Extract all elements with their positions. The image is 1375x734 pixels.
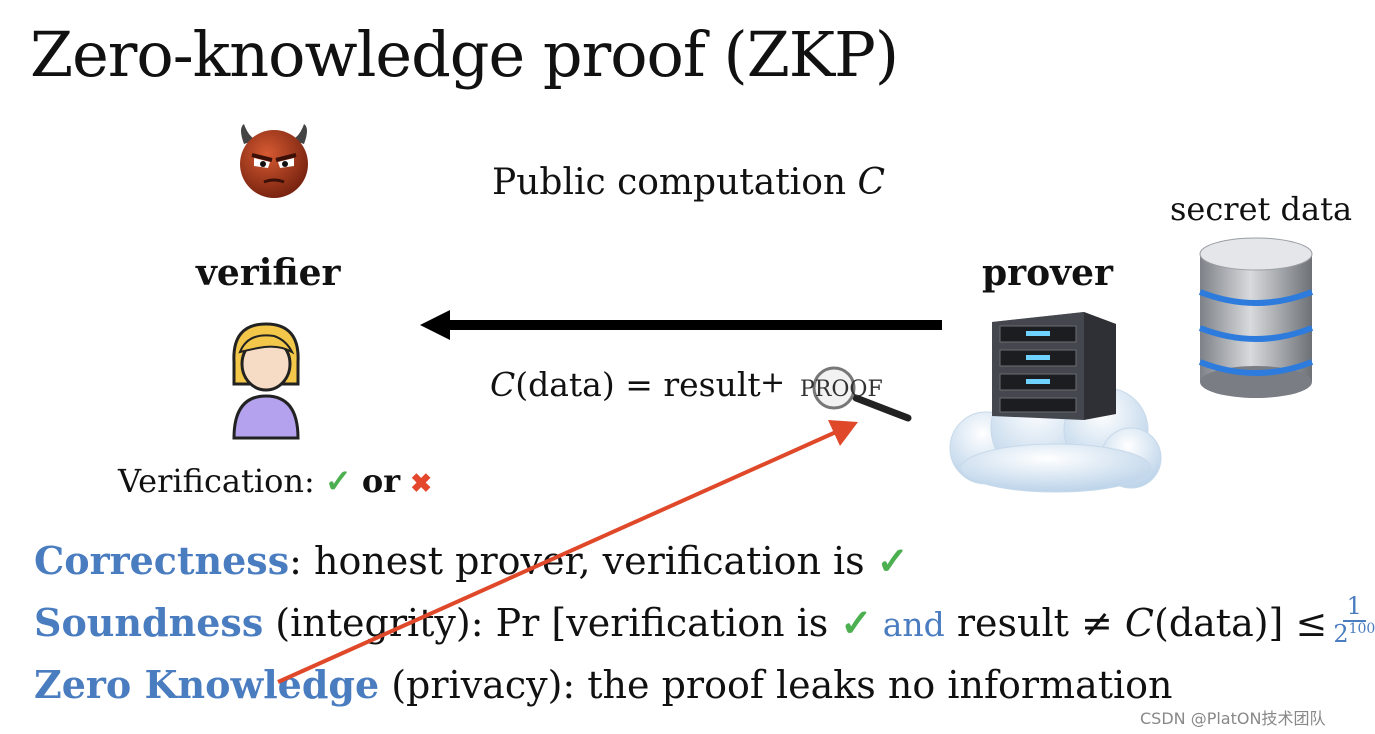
user-icon [232,322,300,440]
cross-icon: ✖ [410,469,433,499]
soundness-line: Soundness (integrity): Pr [verification … [34,594,1375,653]
prover-label: prover [982,252,1113,294]
watermark: CSDN @PlatON技术团队 [1140,709,1326,728]
verification-or: or [361,462,401,500]
zero-knowledge-text: (privacy): the proof leaks no informatio… [379,663,1173,707]
equation-rest: (data) = result [515,365,761,404]
correctness-check-icon: ✓ [876,538,909,583]
soundness-and: and [872,605,945,644]
correctness-line: Correctness: honest prover, verification… [34,538,909,583]
server-icon [992,312,1116,420]
fraction-numerator: 1 [1342,594,1366,622]
soundness-c: C [1124,601,1154,645]
page-title: Zero-knowledge proof (ZKP) [30,18,899,91]
fraction-exponent: 100 [1348,620,1375,637]
soundness-text1: (integrity): Pr [verification is [263,601,841,645]
equation: C(data) = result [490,365,761,404]
soundness-check-icon: ✓ [840,600,873,645]
public-computation-text: Public computation [492,162,858,203]
correctness-keyword: Correctness [34,538,290,583]
verification-line: Verification: ✓ or ✖ [118,462,432,500]
database-icon [1198,237,1314,398]
fraction-base: 2 [1333,619,1349,648]
zero-knowledge-line: Zero Knowledge (privacy): the proof leak… [34,662,1173,707]
soundness-keyword: Soundness [34,600,264,645]
equation-plus: + [760,365,786,400]
magnifier-icon: PROOF [800,366,912,422]
check-icon: ✓ [324,462,352,500]
arrow-red-icon [277,420,858,684]
soundness-text2: result ≠ [944,601,1125,645]
public-computation-label: Public computation C [492,162,885,203]
verifier-label: verifier [196,252,341,294]
public-computation-var: C [857,162,886,203]
soundness-text3: (data)] ≤ [1154,601,1328,645]
secret-data-label: secret data [1170,190,1353,228]
fraction-denominator: 2100 [1333,619,1375,648]
equation-c: C [490,365,516,404]
arrow-left-icon [420,310,942,340]
verification-label: Verification: [118,462,325,500]
devil-icon [240,124,308,198]
cloud-icon [949,377,1162,493]
zero-knowledge-keyword: Zero Knowledge [34,662,380,707]
proof-stamp-text: PROOF [800,377,883,402]
